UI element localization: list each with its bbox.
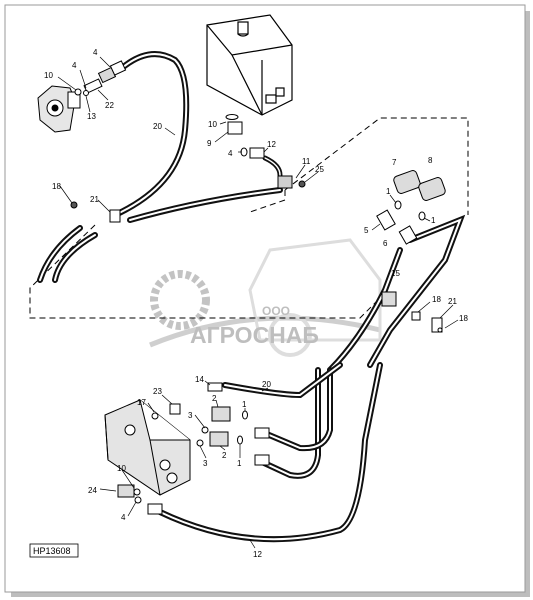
callout-10: 10	[44, 71, 53, 80]
callout-14: 14	[195, 375, 204, 384]
callout-10: 10	[117, 464, 126, 473]
callout-17: 17	[137, 398, 146, 407]
callout-labels: 4 10 4 13 22 20 18 21 10 9 4 12 11 25 7 …	[44, 48, 468, 559]
callout-18: 18	[459, 314, 468, 323]
watermark-line2: АГРОСНАБ	[190, 322, 319, 348]
callout-21: 21	[90, 195, 99, 204]
callout-15: 15	[391, 269, 400, 278]
control-valve	[104, 399, 191, 496]
callout-4: 4	[228, 149, 233, 158]
callout-1: 1	[431, 216, 436, 225]
figure-id-box: HP13608	[29, 543, 79, 558]
callout-4: 4	[121, 513, 126, 522]
callout-23: 23	[153, 387, 162, 396]
hydraulic-tank	[206, 14, 293, 116]
callout-3: 3	[188, 411, 193, 420]
callout-21: 21	[448, 297, 457, 306]
callout-5: 5	[364, 226, 369, 235]
callout-3: 3	[203, 459, 208, 468]
callout-6: 6	[383, 239, 388, 248]
callout-20: 20	[262, 380, 271, 389]
callout-4: 4	[72, 61, 77, 70]
callout-10: 10	[208, 120, 217, 129]
callout-18: 18	[432, 295, 441, 304]
callout-12: 12	[253, 550, 262, 559]
callout-20: 20	[153, 122, 162, 131]
callout-25: 25	[315, 165, 324, 174]
callout-24: 24	[88, 486, 97, 495]
leader-lines	[57, 56, 459, 549]
hoses	[37, 51, 466, 543]
callout-13: 13	[87, 112, 96, 121]
callout-4: 4	[93, 48, 98, 57]
fittings	[37, 60, 446, 515]
callout-22: 22	[105, 101, 114, 110]
watermark: ООО АГРОСНАБ	[149, 238, 382, 357]
watermark-line1: ООО	[262, 304, 290, 318]
callout-18: 18	[52, 182, 61, 191]
callout-9: 9	[207, 139, 212, 148]
callout-2: 2	[222, 451, 227, 460]
callout-2: 2	[212, 394, 217, 403]
callout-1: 1	[386, 187, 391, 196]
callout-1: 1	[237, 459, 242, 468]
callout-12: 12	[267, 140, 276, 149]
callout-11: 11	[302, 157, 311, 166]
dashed-outline	[29, 117, 469, 319]
callout-7: 7	[392, 158, 397, 167]
callout-8: 8	[428, 156, 433, 165]
callout-1: 1	[242, 400, 247, 409]
figure-id: HP13608	[33, 546, 71, 556]
pump-motor	[37, 85, 81, 133]
